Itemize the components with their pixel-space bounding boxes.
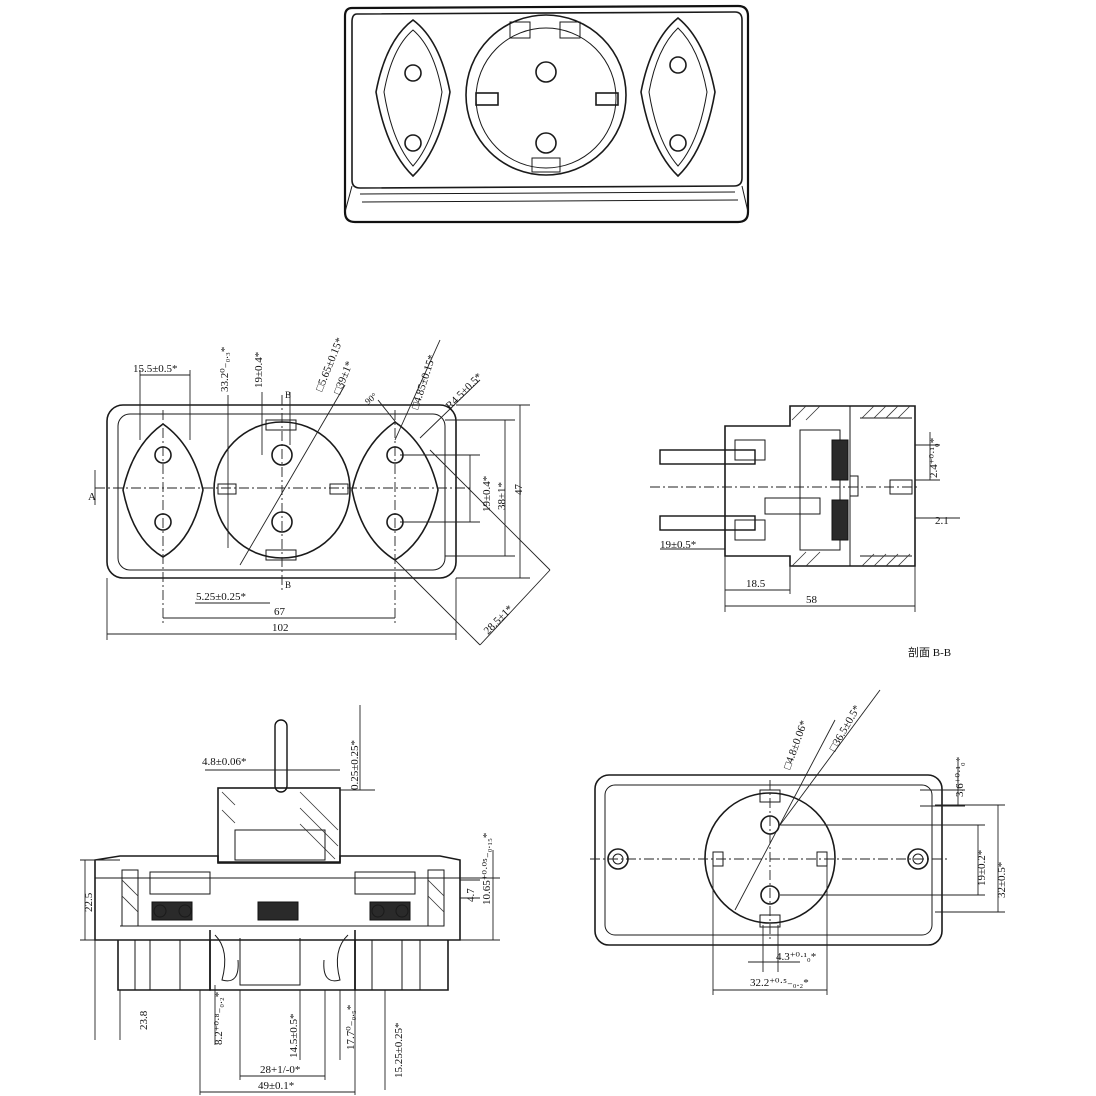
bottom-dim-3-6: 3.6⁺⁰·¹₀*: [954, 757, 966, 797]
dim-38: 38±1*: [496, 482, 508, 510]
section-label-b-top: B: [285, 390, 291, 400]
dim-67: 67: [274, 606, 286, 618]
bottom-dim-36-5: □36.5±0.5*: [827, 703, 863, 753]
bottom-dim-32-2: 32.2⁺⁰·⁵₋₀.₂*: [750, 977, 809, 989]
section-label-b-bottom: B: [285, 580, 291, 590]
dim-47: 47: [513, 484, 525, 496]
side-dim-18-5: 18.5: [746, 578, 766, 590]
front-dim-8-2: 8.2⁺⁰·⁸₋₀.₂*: [213, 992, 225, 1045]
bottom-dim-4-8: □4.8±0.06*: [782, 719, 811, 771]
side-dim-2-1: 2.1: [935, 515, 949, 527]
side-dim-58: 58: [806, 594, 818, 606]
dim-4-85: □4.85±0.15*: [409, 353, 438, 411]
dim-90deg: 90°: [363, 391, 379, 407]
section-caption: 剖面 B-B: [908, 645, 951, 659]
dim-102: 102: [272, 622, 289, 634]
dim-5-25: 5.25±0.25*: [196, 591, 246, 603]
front-dim-17-7: 17.7⁰₋₀.₅*: [345, 1005, 357, 1050]
front-dim-22-5: 22.5: [83, 892, 95, 912]
front-dim-10-65: 10.65⁺⁰·⁰⁵₋₀.₁₅*: [481, 833, 493, 905]
front-dim-49: 49±0.1*: [258, 1080, 294, 1092]
bottom-dim-19: 19±0.2*: [976, 850, 988, 886]
front-dim-23-8: 23.8: [138, 1010, 150, 1030]
bottom-dim-32: 32±0.5*: [996, 862, 1008, 898]
front-dim-28: 28+1/-0*: [260, 1064, 300, 1076]
top-view: A B B 15.5±0.5* 33.2⁰₋₀.₃* 19±0.4* □5.65…: [88, 336, 551, 646]
left-euro-socket: [375, 19, 451, 178]
dim-19: 19±0.4*: [253, 352, 265, 388]
front-dim-15-25: 15.25±0.25*: [393, 1022, 405, 1078]
front-dim-14-5: 14.5±0.5*: [288, 1013, 300, 1058]
side-dim-19: 19±0.5*: [660, 539, 696, 551]
front-dim-0-25: 0.25±0.25*: [349, 740, 361, 790]
side-dim-2-4: 2.4⁺⁰·¹₀*: [928, 438, 940, 478]
section-label-a: A: [88, 491, 96, 503]
bottom-dim-4-3: 4.3⁺⁰·¹₀*: [776, 951, 816, 963]
center-schuko-socket: [465, 14, 627, 176]
dim-28-5: 28.5±1*: [482, 603, 516, 637]
perspective-view: [343, 4, 750, 224]
dim-33-2: 33.2⁰₋₀.₃*: [219, 347, 231, 392]
dim-15-5: 15.5±0.5*: [133, 363, 178, 375]
front-section-view: 4.8±0.06* 0.25±0.25* 22.5 4.7 10.65⁺⁰·⁰⁵…: [80, 705, 500, 1095]
right-euro-socket: [640, 16, 716, 178]
side-section-view: 2.4⁺⁰·¹₀* 2.1 19±0.5* 18.5 58 剖面 B-B: [650, 405, 960, 659]
dim-19-vert: 19±0.4*: [481, 476, 493, 512]
front-dim-4-8: 4.8±0.06*: [202, 756, 247, 768]
dim-r4-5: R4.5±0.5*: [444, 371, 485, 412]
front-dim-4-7: 4.7: [465, 888, 477, 902]
bottom-view: □4.8±0.06* □36.5±0.5* 3.6⁺⁰·¹₀* 19±0.2* …: [590, 689, 1008, 995]
